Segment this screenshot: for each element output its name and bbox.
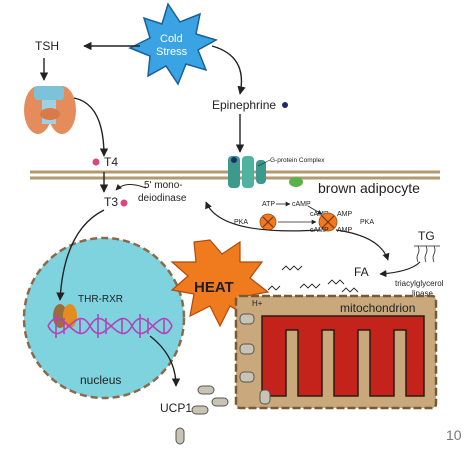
monodeiodinase-label-line2: deiodinase [138, 193, 187, 204]
arrow-cold-to-epinephrine [211, 45, 246, 95]
t3-molecule-icon [120, 199, 128, 207]
cold-stress-label-line2: Stress [156, 46, 188, 58]
pka-right-label: PKA [360, 219, 374, 226]
arrow-nucleus-to-ucp1 [149, 335, 181, 387]
arrow-pka-to-lipase [335, 229, 390, 261]
nucleus [22, 236, 186, 400]
cold-stress-label-line1: Cold [160, 33, 183, 45]
arrow-thyroid-to-t4 [73, 97, 109, 157]
tsh-label: TSH [35, 39, 59, 53]
pka-left-label: PKA [234, 219, 248, 226]
cold-stress-star: Cold Stress [128, 2, 218, 86]
h-plus-label: H+ [252, 299, 263, 308]
g-protein-pointer [257, 159, 271, 167]
arrow-tg-to-fa [379, 261, 421, 278]
camp-label-1: cAMP [310, 211, 329, 218]
ucp1-in-membrane-icons [239, 313, 271, 405]
t3-label: T3 [104, 195, 118, 209]
monodeiodinase-label-line1: 5' mono- [144, 180, 183, 191]
nucleus-label: nucleus [80, 373, 121, 387]
mitochondrion [234, 294, 438, 410]
tg-lipase-label-line1: triacylglycerol [395, 279, 444, 288]
arrow-pka-to-deiodinase [205, 201, 321, 232]
pka-left-icon [259, 213, 277, 231]
brown-adipocyte-label: brown adipocyte [318, 180, 420, 196]
heat-label: HEAT [194, 279, 234, 296]
page-number: 10 [446, 427, 462, 443]
thyroid-gland-icon [24, 86, 76, 134]
mitochondrion-label: mitochondrion [340, 301, 415, 315]
camp-label-2: AMP [337, 211, 353, 218]
ucp1-proteins [175, 385, 229, 445]
dna-helix [47, 314, 173, 338]
thr-rxr-label: THR-RXR [78, 294, 123, 305]
arrow-camp-down [307, 205, 323, 215]
tg-molecule-icon [414, 245, 440, 263]
camp-top-label: cAMP [292, 201, 311, 208]
ucp1-label: UCP1 [160, 401, 192, 415]
t4-label: T4 [104, 155, 118, 169]
atp-label: ATP [262, 201, 275, 208]
pka-right-icon [318, 212, 338, 232]
fa-label: FA [354, 265, 369, 279]
epinephrine-label: Epinephrine [212, 98, 276, 112]
t4-molecule-icon [92, 158, 100, 166]
epinephrine-molecule-icon [282, 102, 288, 108]
arrow-t3-to-thr-rxr [56, 209, 105, 301]
fatty-acid-icons [267, 265, 359, 293]
tg-label: TG [418, 229, 435, 243]
g-protein-complex-label: G-protein Complex [270, 157, 325, 164]
arrow-deiodinase-curve [115, 184, 147, 191]
tg-lipase-label-line2: lipase [412, 289, 433, 298]
camp-label-4: AMP [337, 227, 353, 234]
